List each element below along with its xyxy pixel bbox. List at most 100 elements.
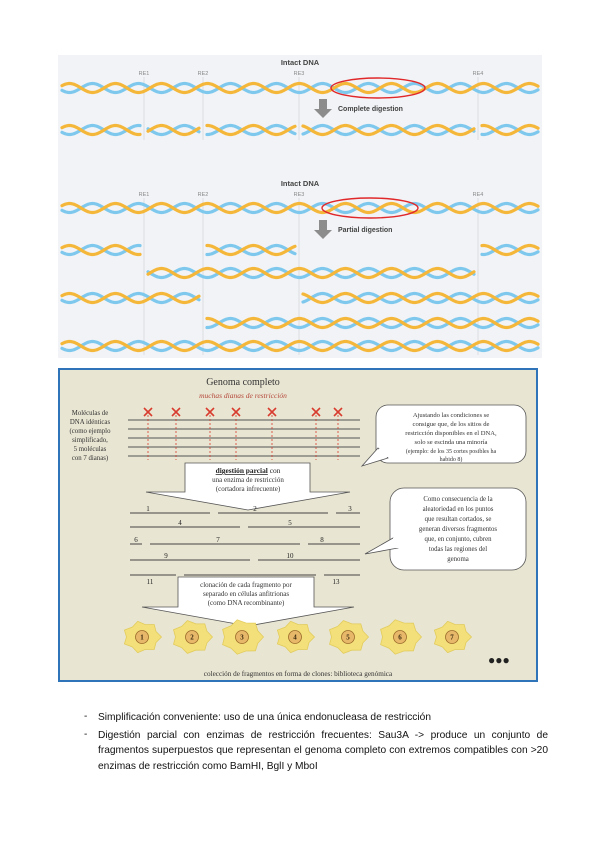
dna-helix-segment — [60, 201, 540, 215]
dna-helix-segment — [205, 123, 297, 137]
clone-cell — [235, 630, 249, 644]
clone-number: 3 — [240, 634, 244, 642]
genomic-library-figure: Genoma completo muchas dianas de restric… — [58, 368, 538, 682]
site-label-re4-top: RE4 — [473, 71, 484, 77]
dna-helix-segment — [480, 123, 540, 137]
fragment-number: 6 — [134, 536, 138, 544]
bullet-dash: - — [84, 711, 88, 722]
highlight-ellipse-bottom — [321, 197, 419, 219]
cloning-line: clonación de cada fragmento por — [200, 581, 292, 589]
genome-subtitle: muchas dianas de restricción — [199, 391, 287, 400]
clone-number: 5 — [346, 634, 350, 642]
restriction-sites — [143, 407, 343, 460]
restriction-cross — [333, 407, 343, 417]
callout-mid: Como consecuencia de la aleatoriedad en … — [364, 487, 527, 571]
molecules-label-line: Moléculas de — [72, 410, 108, 417]
fragment-number: 7 — [216, 536, 220, 544]
partial-digestion-helices — [60, 201, 540, 353]
intact-dna-label-top: Intact DNA — [281, 58, 320, 67]
partial-digestion-label: Partial digestion — [338, 227, 392, 234]
note-item: -Simplificación conveniente: uso de una … — [84, 710, 548, 726]
callout-top-line: (ejemplo: de los 35 cortes posibles ha — [406, 448, 497, 455]
fragment-number: 11 — [147, 578, 154, 586]
dna-helix-segment — [205, 316, 540, 330]
callout-mid-line: aleatoriedad en los puntos — [423, 506, 494, 513]
dna-helix-segment — [60, 123, 142, 137]
fragment-number: 1 — [146, 505, 150, 513]
partial-digestion-rest: con — [268, 466, 281, 475]
note-text: Simplificación conveniente: uso de una ú… — [98, 712, 431, 723]
site-label-re3-top: RE3 — [294, 71, 305, 77]
fragment-number: 4 — [178, 519, 182, 527]
molecules-label-line: con 7 dianas) — [72, 455, 108, 462]
callout-top-line: habido 8) — [440, 456, 463, 463]
callout-mid-line: que, en conjunto, cubren — [424, 536, 492, 543]
callout-mid-line: Como consecuencia de la — [423, 496, 492, 503]
more-clones-dots: ●●● — [488, 653, 510, 667]
callout-top: Ajustando las condiciones se consigue qu… — [360, 404, 527, 467]
cloning-line: separado en células anfitrionas — [203, 590, 289, 598]
partial-digestion-bold: digestión parcial — [216, 466, 268, 475]
highlight-ellipse-top — [330, 77, 426, 99]
site-label-re2-bottom: RE2 — [198, 192, 209, 198]
partial-digestion-line: (cortadora infrecuente) — [216, 485, 281, 493]
identical-dna-molecules — [128, 419, 360, 457]
genomic-library-diagram: Genoma completo muchas dianas de restric… — [70, 377, 527, 678]
callout-mid-line: genoma — [447, 556, 469, 563]
dna-helix-segment — [301, 123, 476, 137]
dna-helix-segment — [146, 266, 476, 280]
clone-cell — [185, 630, 199, 644]
dna-helix-segment — [60, 339, 540, 353]
clone-cell — [393, 630, 407, 644]
callout-top-line: restricción disponibles en el DNA, — [405, 430, 497, 437]
library-footer: colección de fragmentos en forma de clon… — [204, 670, 393, 678]
restriction-cross — [171, 407, 181, 417]
restriction-cross — [205, 407, 215, 417]
partial-digestion-line: una enzima de restricción — [212, 476, 284, 484]
callout-top-line: consigue que, de los sitios de — [413, 421, 490, 428]
clone-cell — [135, 630, 149, 644]
site-guides-top — [143, 77, 479, 140]
fragment-number: 3 — [348, 505, 352, 513]
clone-number: 1 — [140, 634, 144, 642]
partial-digestion-block-arrow: digestión parcial con una enzima de rest… — [145, 462, 351, 511]
dna-helix-segment — [480, 243, 540, 257]
molecules-label-line: 5 moléculas — [74, 446, 107, 453]
dna-helix-segment — [60, 291, 201, 305]
clone-number: 6 — [398, 634, 402, 642]
clone-number: 7 — [450, 634, 454, 642]
notes-list: -Simplificación conveniente: uso de una … — [84, 710, 548, 776]
note-item: -Digestión parcial con enzimas de restri… — [84, 728, 548, 775]
fragment-number: 9 — [164, 552, 168, 560]
partial-digestion-arrow — [314, 220, 332, 239]
dna-digestion-figure: Intact DNA RE1 RE2 RE3 RE4 Complete dige… — [58, 55, 542, 358]
clone-number: 4 — [293, 634, 297, 642]
note-text: Digestión parcial con enzimas de restric… — [98, 729, 548, 772]
clone-cell — [288, 630, 302, 644]
site-label-re1-top: RE1 — [139, 71, 150, 77]
callout-mid-line: todas las regiones del — [429, 546, 487, 553]
callout-mid-line: que resultan cortados, se — [425, 516, 492, 523]
callout-mid-line: generan diversos fragmentos — [419, 526, 497, 533]
cloning-block-arrow: clonación de cada fragmento por separado… — [141, 576, 355, 627]
clone-cell — [445, 630, 459, 644]
molecules-label: Moléculas de DNA idénticas (como ejemplo… — [70, 410, 112, 462]
fragment-number: 5 — [288, 519, 292, 527]
intact-dna-label-bottom: Intact DNA — [281, 179, 320, 188]
callout-top-line: solo se escinda una minoría — [415, 439, 488, 446]
restriction-cross — [143, 407, 153, 417]
clone-cell — [341, 630, 355, 644]
clone-number: 2 — [190, 634, 194, 642]
dna-fragments: 12345678910111213 — [130, 505, 360, 586]
cloning-line: (como DNA recombinante) — [208, 599, 285, 607]
site-label-re3-bottom: RE3 — [294, 192, 305, 198]
clone-colonies: 1 2 3 4 5 6 7 — [123, 619, 473, 655]
site-label-re4-bottom: RE4 — [473, 192, 484, 198]
restriction-cross — [231, 407, 241, 417]
dna-digestion-diagram: Intact DNA RE1 RE2 RE3 RE4 Complete dige… — [60, 58, 540, 355]
complete-digestion-label: Complete digestion — [338, 106, 403, 113]
dna-helix-segment — [301, 291, 540, 305]
genome-title: Genoma completo — [206, 377, 280, 388]
site-label-re2-top: RE2 — [198, 71, 209, 77]
complete-digestion-arrow — [314, 99, 332, 118]
